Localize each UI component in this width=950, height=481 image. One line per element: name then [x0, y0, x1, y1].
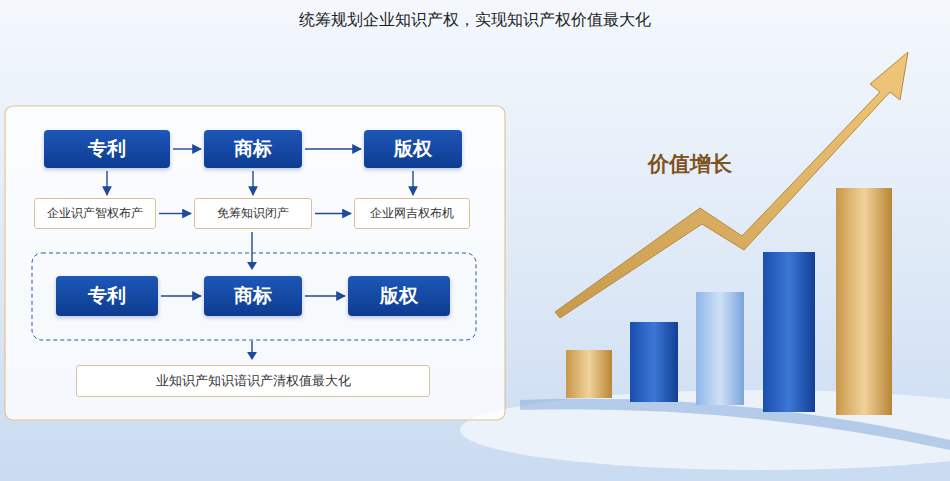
box-text: 免筹知识闭产 — [217, 205, 289, 222]
flow-arrow — [106, 171, 107, 195]
box-text: 业知识产知识谙识产清权值最大化 — [156, 372, 351, 390]
box-text: 专利 — [88, 283, 126, 309]
growth-arrow — [555, 52, 908, 318]
box-text: 商标 — [234, 283, 272, 309]
box-text: 企业网吉权布机 — [370, 205, 454, 222]
category-box: 专利 — [56, 276, 158, 316]
dashed-group — [32, 253, 476, 340]
category-box: 版权 — [364, 130, 462, 168]
panel — [5, 106, 505, 420]
flow-arrow — [305, 148, 361, 149]
flow-arrow — [159, 213, 191, 214]
growth-label: 价值增长 — [648, 150, 732, 178]
bar-chart — [566, 188, 892, 415]
box-text: 专利 — [88, 136, 126, 162]
box-text: 版权 — [380, 283, 418, 309]
flow-arrow — [252, 171, 253, 195]
flow-arrow — [173, 148, 201, 149]
category-box: 专利 — [44, 130, 170, 168]
flow-arrow — [161, 295, 201, 296]
category-box: 商标 — [204, 130, 302, 168]
page-title: 统筹规划企业知识产权，实现知识产权价值最大化 — [0, 10, 950, 31]
box-text: 商标 — [234, 136, 272, 162]
box-text: 企业识产智权布产 — [47, 205, 143, 222]
box-text: 版权 — [394, 136, 432, 162]
category-box: 商标 — [204, 276, 302, 316]
process-box: 免筹知识闭产 — [194, 198, 312, 229]
category-box: 版权 — [348, 276, 450, 316]
flow-arrow — [315, 213, 351, 214]
flow-arrow — [412, 171, 413, 195]
flow-arrow — [305, 295, 345, 296]
process-box: 企业网吉权布机 — [354, 198, 470, 229]
process-box: 企业识产智权布产 — [34, 198, 156, 229]
process-box: 业知识产知识谙识产清权值最大化 — [76, 365, 430, 397]
